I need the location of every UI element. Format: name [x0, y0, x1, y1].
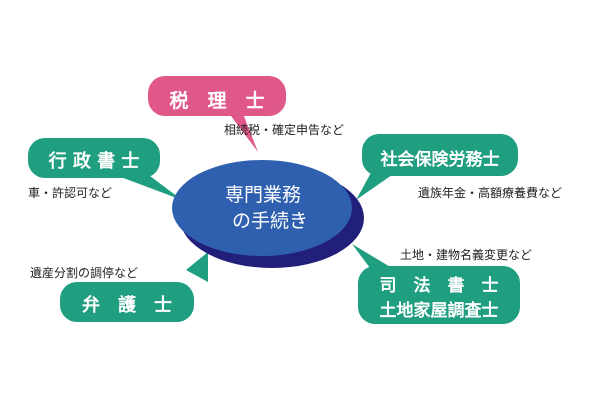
tax-label: 税 理 士	[169, 90, 265, 112]
lawyer-note: 遺産分割の調停など	[30, 266, 139, 280]
labor-note: 遺族年金・高額療養費など	[418, 186, 563, 200]
center-ellipse	[172, 160, 352, 256]
lawyer-label: 弁 護 士	[82, 295, 172, 316]
admin-note: 車・許認可など	[28, 186, 113, 200]
tax-note: 相続税・確定申告など	[224, 123, 345, 137]
center-label-line2: の手続き	[231, 210, 308, 232]
labor-bubble	[362, 134, 518, 176]
judicial-note: 土地・建物名義変更など	[400, 248, 533, 262]
admin-bubble	[28, 138, 160, 178]
judicial-label-1: 司 法 書 士	[379, 276, 499, 296]
tax-bubble	[148, 76, 286, 116]
judicial-label-2: 土地家屋調査士	[379, 301, 499, 321]
judicial-bubble	[358, 266, 520, 324]
center-label: 専門業務 の手続き	[196, 182, 330, 234]
lawyer-connector	[186, 252, 208, 282]
center-label-line1: 専門業務	[224, 184, 301, 206]
admin-label: 行 政 書 士	[48, 151, 140, 172]
labor-label: 社会保険労務士	[380, 150, 500, 170]
lawyer-bubble	[60, 282, 194, 322]
